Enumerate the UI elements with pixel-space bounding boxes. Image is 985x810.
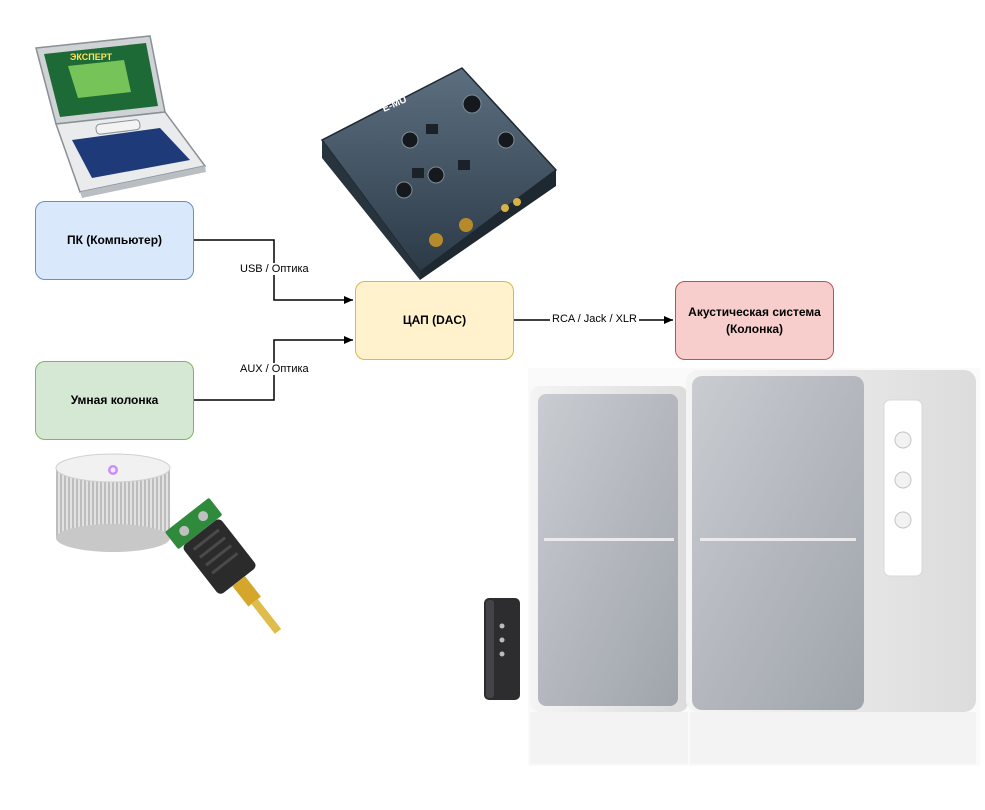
laptop-image: ЭКСПЕРТ	[35, 35, 207, 198]
edge-label-usb: USB / Оптика	[238, 263, 311, 275]
edge-label-rca: RCA / Jack / XLR	[550, 313, 639, 325]
laptop-screen-text: ЭКСПЕРТ	[70, 52, 113, 62]
node-speakers: Акустическая система (Колонка)	[675, 281, 834, 360]
node-pc-label: ПК (Компьютер)	[66, 233, 163, 248]
node-dac: ЦАП (DAC)	[355, 281, 514, 360]
remote-image	[484, 598, 520, 700]
jack-adapter-image	[165, 498, 282, 634]
node-pc: ПК (Компьютер)	[35, 201, 194, 280]
audio-interface-image: E-MU	[320, 67, 558, 280]
node-smart-speaker-label: Умная колонка	[70, 393, 159, 408]
smart-speaker-image	[55, 453, 171, 552]
bookshelf-speakers-image	[528, 368, 980, 766]
node-dac-label: ЦАП (DAC)	[402, 313, 467, 328]
edge-label-aux: AUX / Оптика	[238, 363, 311, 375]
node-speakers-label: Акустическая система (Колонка)	[688, 305, 821, 336]
node-smart-speaker: Умная колонка	[35, 361, 194, 440]
